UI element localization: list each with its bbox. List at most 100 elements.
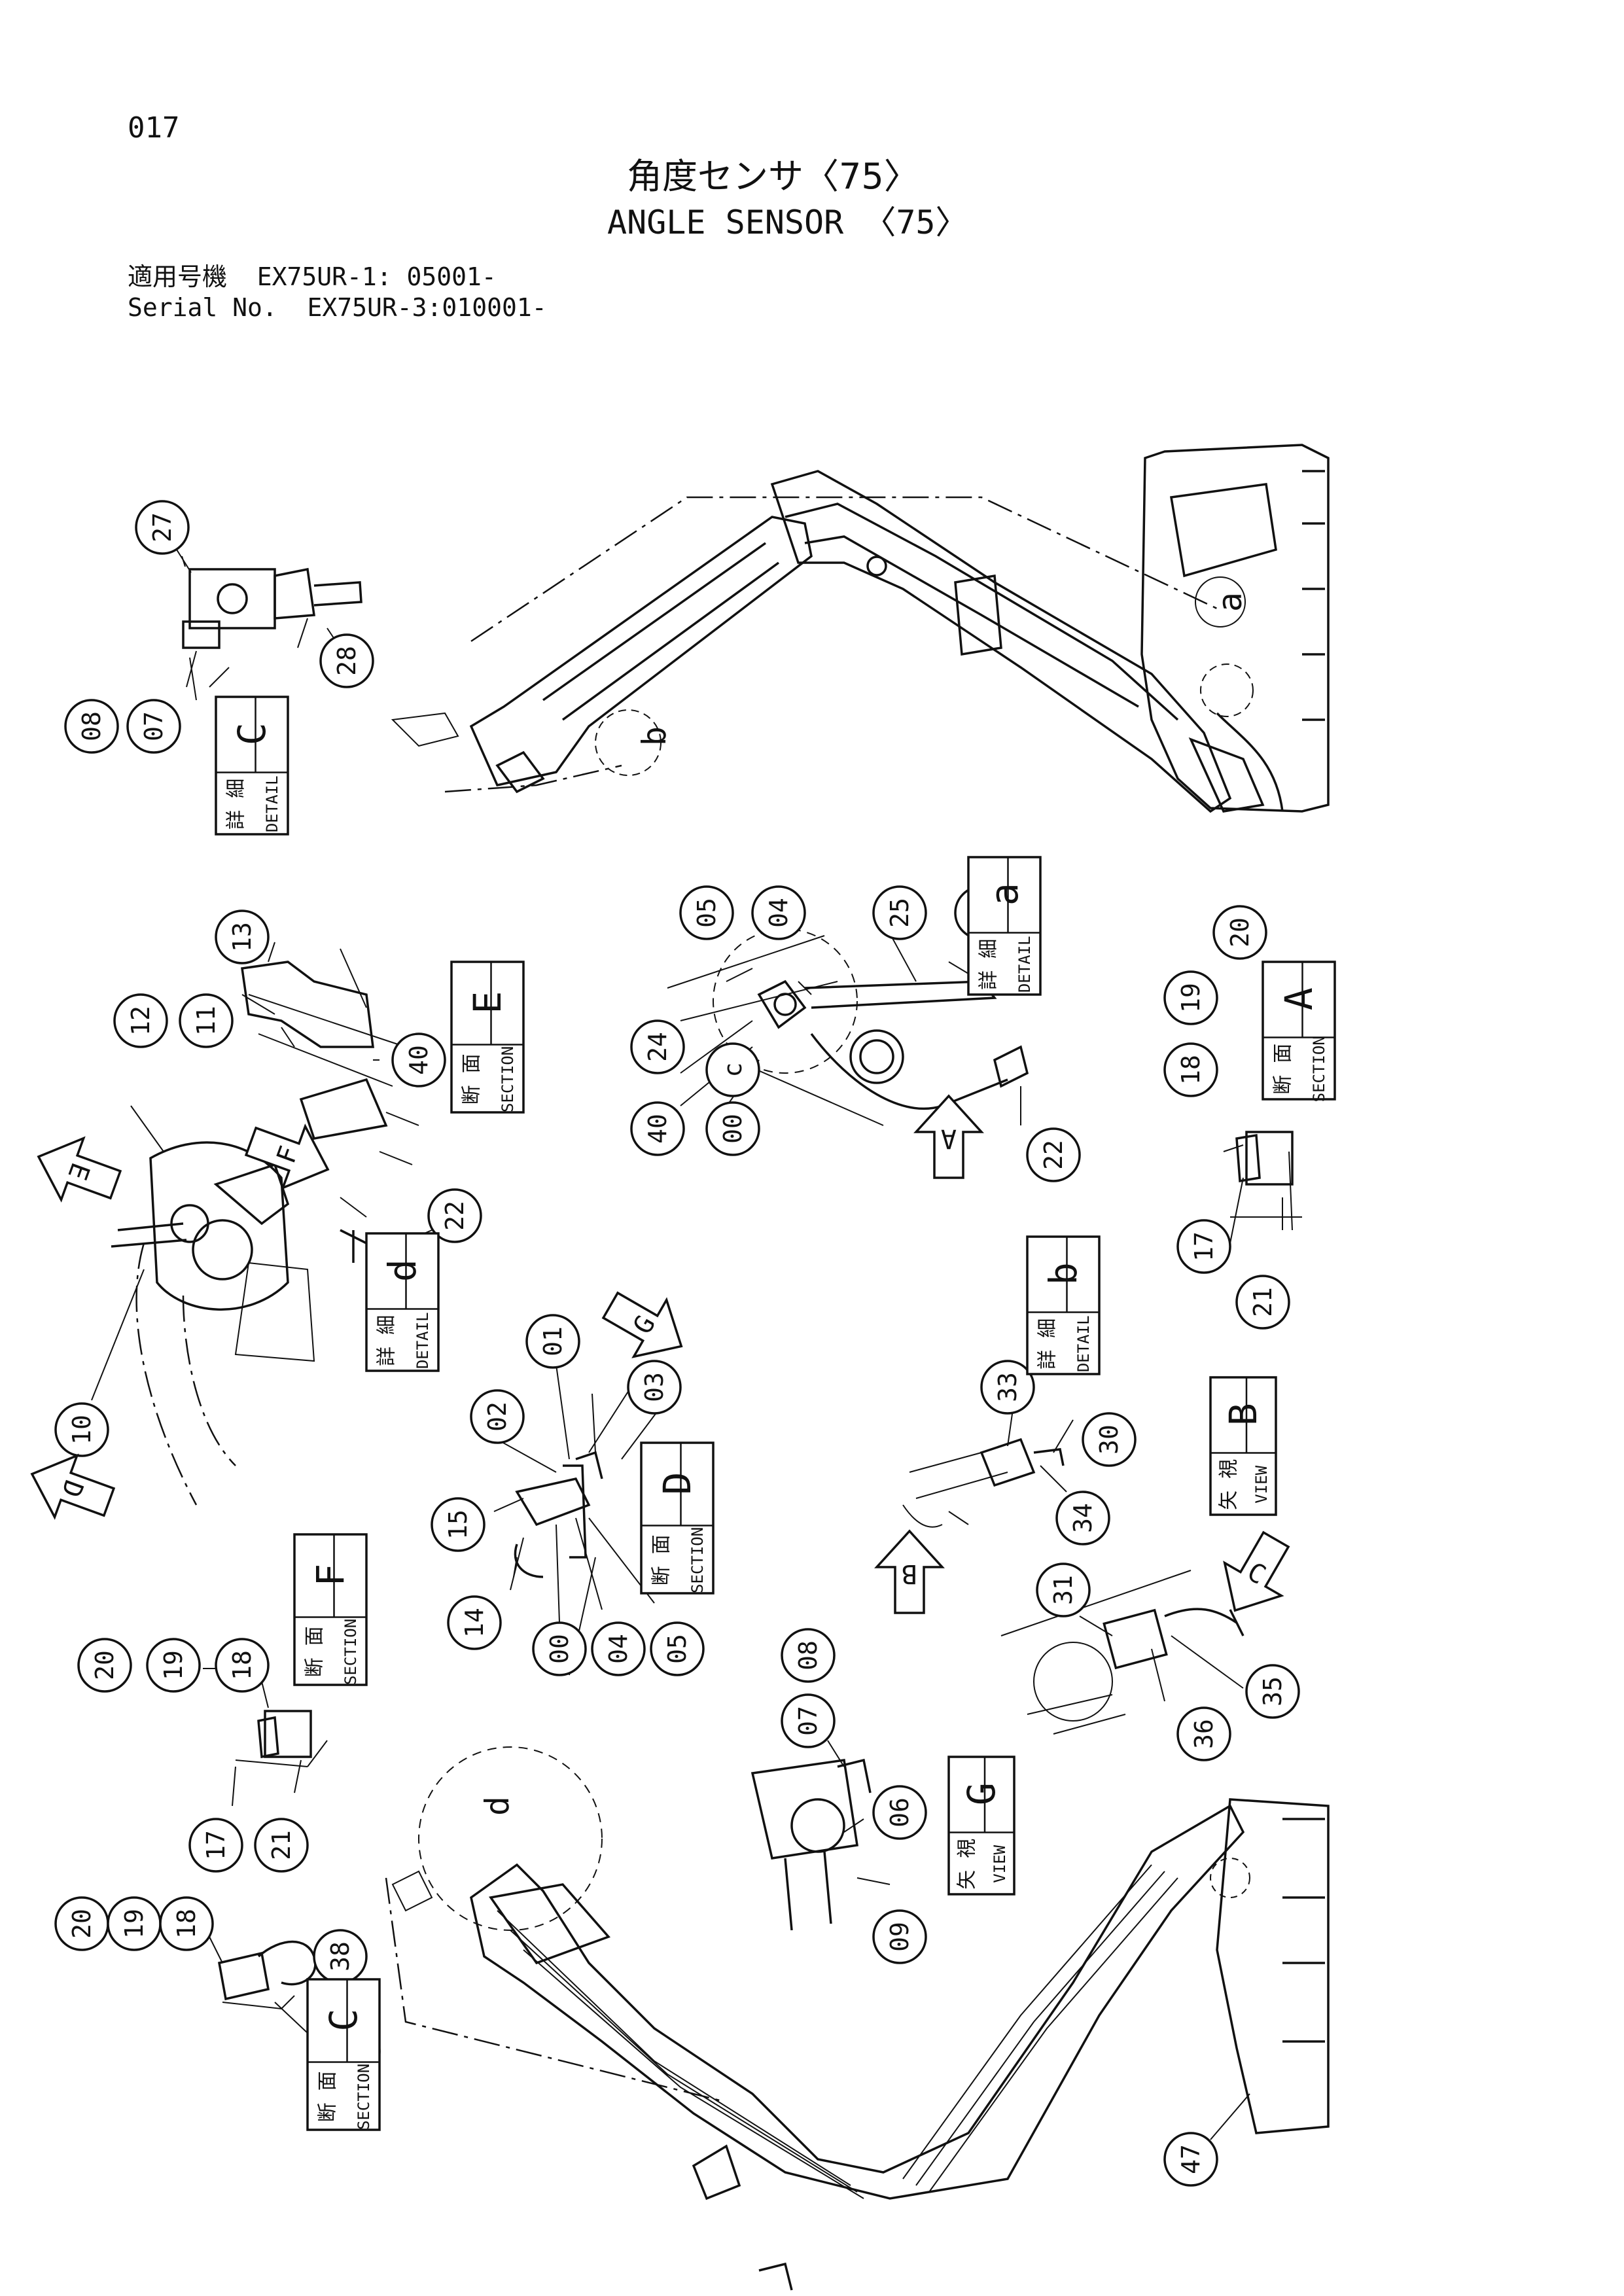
callout-number: 19 <box>1176 983 1205 1013</box>
callout-number: 31 <box>1049 1575 1078 1605</box>
label-en: SECTION <box>355 2064 373 2130</box>
label-en: SECTION <box>499 1046 517 1112</box>
callout-number: 18 <box>172 1909 201 1939</box>
callout-number: 07 <box>794 1706 822 1736</box>
view-b-drawing <box>1000 1570 1244 1735</box>
label-jp: 詳 細 <box>1036 1318 1059 1369</box>
callout-09: 09 <box>872 1909 927 1964</box>
callout-04b: 04 <box>591 1621 646 1676</box>
label-jp: 断 面 <box>650 1534 673 1585</box>
callout-number: 17 <box>202 1830 230 1860</box>
label-jp: 断 面 <box>303 1626 326 1677</box>
callout-number: 09 <box>885 1922 914 1952</box>
callout-47: 47 <box>1163 2132 1218 2187</box>
callout-31: 31 <box>1036 1563 1091 1617</box>
detail-b-drawing <box>902 1438 1065 1528</box>
label-en: VIEW <box>1252 1465 1271 1503</box>
callout-number: 22 <box>1039 1140 1068 1170</box>
callout-17b: 17 <box>188 1818 243 1873</box>
callout-number: 36 <box>1190 1719 1218 1749</box>
callout-33: 33 <box>980 1360 1035 1415</box>
callout-number: c <box>718 1063 747 1078</box>
callout-number: 00 <box>718 1114 747 1144</box>
callout-30: 30 <box>1082 1412 1137 1467</box>
callout-number: 20 <box>90 1650 119 1680</box>
callout-number: 15 <box>444 1510 472 1540</box>
callout-10: 10 <box>54 1402 109 1457</box>
callout-20c: 20 <box>54 1896 109 1951</box>
upper-machine-drawing <box>391 444 1330 813</box>
callout-01: 01 <box>525 1314 580 1369</box>
title-japanese: 角度センサ〈75〉 <box>627 156 919 197</box>
callout-21b: 21 <box>254 1818 309 1873</box>
callout-27: 27 <box>135 500 190 555</box>
label-letter: G <box>959 1782 1004 1805</box>
callout-number: 08 <box>77 711 106 741</box>
callout-40a: 40 <box>391 1033 446 1087</box>
callout-number: 25 <box>885 898 914 928</box>
label-jp: 矢 視 <box>1218 1459 1241 1510</box>
label-en: DETAIL <box>1074 1315 1093 1372</box>
callout-number: 12 <box>126 1006 155 1036</box>
detail-mark-b: b <box>635 726 673 746</box>
callout-02: 02 <box>470 1389 525 1444</box>
callout-number: 07 <box>139 711 168 741</box>
label-en: SECTION <box>688 1527 707 1593</box>
callout-c: c <box>705 1042 760 1097</box>
callout-number: 10 <box>67 1415 96 1445</box>
callout-22b: 22 <box>427 1188 482 1243</box>
title-english: ANGLE SENSOR 〈75〉 <box>607 203 968 241</box>
arrow-a: A <box>913 1094 984 1179</box>
callout-number: 08 <box>794 1640 822 1670</box>
label-en: VIEW <box>991 1845 1009 1882</box>
label-letter: b <box>1041 1262 1086 1285</box>
callout-number: 38 <box>326 1941 355 1971</box>
callout-number: 11 <box>192 1006 221 1036</box>
callout-18c: 18 <box>159 1896 214 1951</box>
label-jp: 詳 細 <box>224 779 247 830</box>
callout-20a: 20 <box>1212 905 1267 960</box>
section-f-drawing <box>235 1710 328 1767</box>
callout-28: 28 <box>319 633 374 688</box>
section-c-drawing <box>217 1940 317 2010</box>
callout-number: 01 <box>538 1326 567 1356</box>
callout-number: 33 <box>993 1372 1022 1402</box>
callout-38: 38 <box>313 1929 368 1984</box>
callout-number: 40 <box>404 1045 433 1075</box>
callout-number: 21 <box>1248 1287 1277 1317</box>
callout-number: 04 <box>764 898 793 928</box>
callout-number: 17 <box>1190 1231 1218 1262</box>
callout-03: 03 <box>627 1360 682 1415</box>
callout-21a: 21 <box>1235 1275 1290 1330</box>
label-en: SECTION <box>1310 1036 1328 1102</box>
callout-number: 40 <box>643 1114 672 1144</box>
label-letter: B <box>1221 1403 1265 1426</box>
callout-number: 21 <box>267 1830 296 1860</box>
callout-number: 18 <box>228 1650 256 1680</box>
callout-24: 24 <box>630 1019 685 1074</box>
callout-number: 22 <box>440 1201 469 1231</box>
callout-number: 30 <box>1095 1424 1123 1455</box>
marker-group: bad <box>478 592 1249 1816</box>
arrow-letter: B <box>902 1559 917 1589</box>
callout-07a: 07 <box>126 699 181 754</box>
lower-machine-drawing <box>385 1746 1330 2291</box>
label-letter: C <box>321 2009 366 2032</box>
label-letter: F <box>308 1564 353 1587</box>
page-number: 017 <box>128 111 180 145</box>
callout-number: 03 <box>640 1372 669 1402</box>
label-view-b: 矢 視 VIEW B <box>1209 1376 1277 1516</box>
label-jp: 詳 細 <box>375 1315 398 1366</box>
arrow-c: C <box>1223 1530 1290 1612</box>
callout-17a: 17 <box>1176 1219 1231 1274</box>
callout-08a: 08 <box>64 699 119 754</box>
callout-34: 34 <box>1055 1491 1110 1545</box>
label-en: DETAIL <box>1015 936 1034 993</box>
callout-number: 28 <box>332 646 361 676</box>
